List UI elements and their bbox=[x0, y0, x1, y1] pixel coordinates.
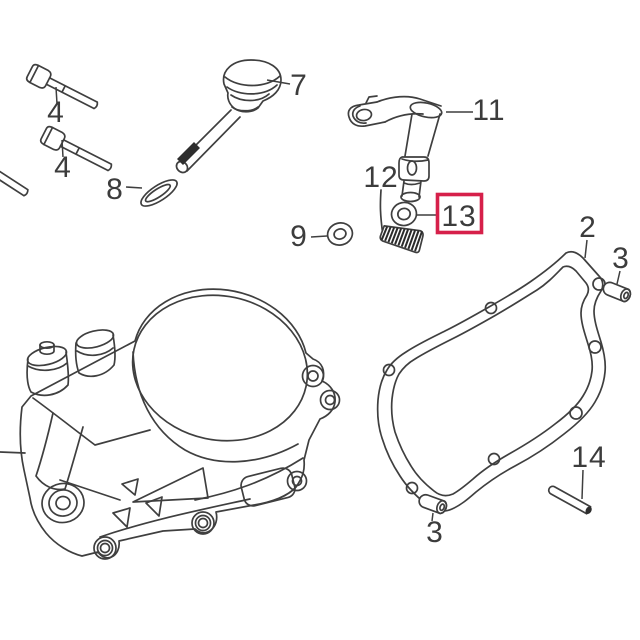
cover-outline bbox=[19, 288, 336, 559]
leader-7 bbox=[266, 79, 291, 85]
cover-round-boss bbox=[41, 482, 85, 524]
callout-14[interactable]: 14 bbox=[571, 441, 606, 474]
callout-9[interactable]: 9 bbox=[290, 220, 308, 253]
leader-4-upper bbox=[55, 86, 58, 105]
cover-bolt-holes bbox=[93, 364, 341, 560]
cover-crease-lines bbox=[0, 397, 304, 538]
highlight-box-13[interactable] bbox=[435, 192, 484, 235]
lever-11-drawing bbox=[347, 95, 443, 203]
callouts: 4 4 7 8 9 11 12 13 2 3 3 14 bbox=[47, 69, 630, 549]
gasket-inner bbox=[390, 265, 594, 497]
pin-14-drawing bbox=[547, 485, 592, 515]
leader-3-lower bbox=[431, 512, 434, 522]
callout-11[interactable]: 11 bbox=[472, 94, 505, 127]
bolt-4-upper bbox=[25, 63, 99, 110]
callout-8[interactable]: 8 bbox=[106, 173, 124, 206]
dowel-3-lower-drawing bbox=[418, 493, 448, 515]
spring-12-drawing bbox=[379, 189, 424, 254]
cover-fins bbox=[112, 478, 163, 528]
leader-8 bbox=[125, 186, 143, 189]
leader-3-upper bbox=[616, 270, 621, 285]
bolt-partial-edge bbox=[0, 168, 29, 197]
leader-14 bbox=[581, 469, 584, 500]
bolt-4-lower bbox=[39, 125, 113, 172]
callout-3-upper[interactable]: 3 bbox=[612, 242, 630, 275]
cover-boss-left bbox=[26, 340, 70, 397]
cover-triangle-plate bbox=[132, 467, 209, 503]
washer-13-drawing bbox=[390, 201, 418, 227]
dipstick-bands bbox=[177, 142, 200, 165]
dowel-3-upper-drawing bbox=[602, 281, 632, 303]
gasket-drawing bbox=[376, 250, 607, 512]
clutch-cover-drawing bbox=[0, 288, 341, 560]
callout-4-upper[interactable]: 4 bbox=[47, 96, 65, 129]
seal-8-drawing bbox=[140, 179, 178, 207]
callout-7[interactable]: 7 bbox=[290, 69, 308, 102]
gasket-outer bbox=[376, 250, 607, 512]
callout-2[interactable]: 2 bbox=[579, 211, 597, 244]
leader-lines bbox=[55, 79, 621, 522]
leader-2 bbox=[584, 239, 588, 259]
cover-dome bbox=[131, 294, 309, 442]
washer-9-drawing bbox=[326, 222, 354, 246]
callout-3-lower[interactable]: 3 bbox=[426, 516, 444, 549]
callout-12[interactable]: 12 bbox=[363, 161, 398, 194]
callout-13[interactable]: 13 bbox=[441, 200, 476, 233]
leader-9 bbox=[310, 235, 328, 238]
cover-boss-right bbox=[74, 329, 116, 378]
cover-rim-arc bbox=[132, 351, 299, 463]
callout-4-lower[interactable]: 4 bbox=[54, 151, 72, 184]
dipstick-drawing bbox=[175, 59, 282, 174]
leader-4-lower bbox=[61, 139, 64, 158]
